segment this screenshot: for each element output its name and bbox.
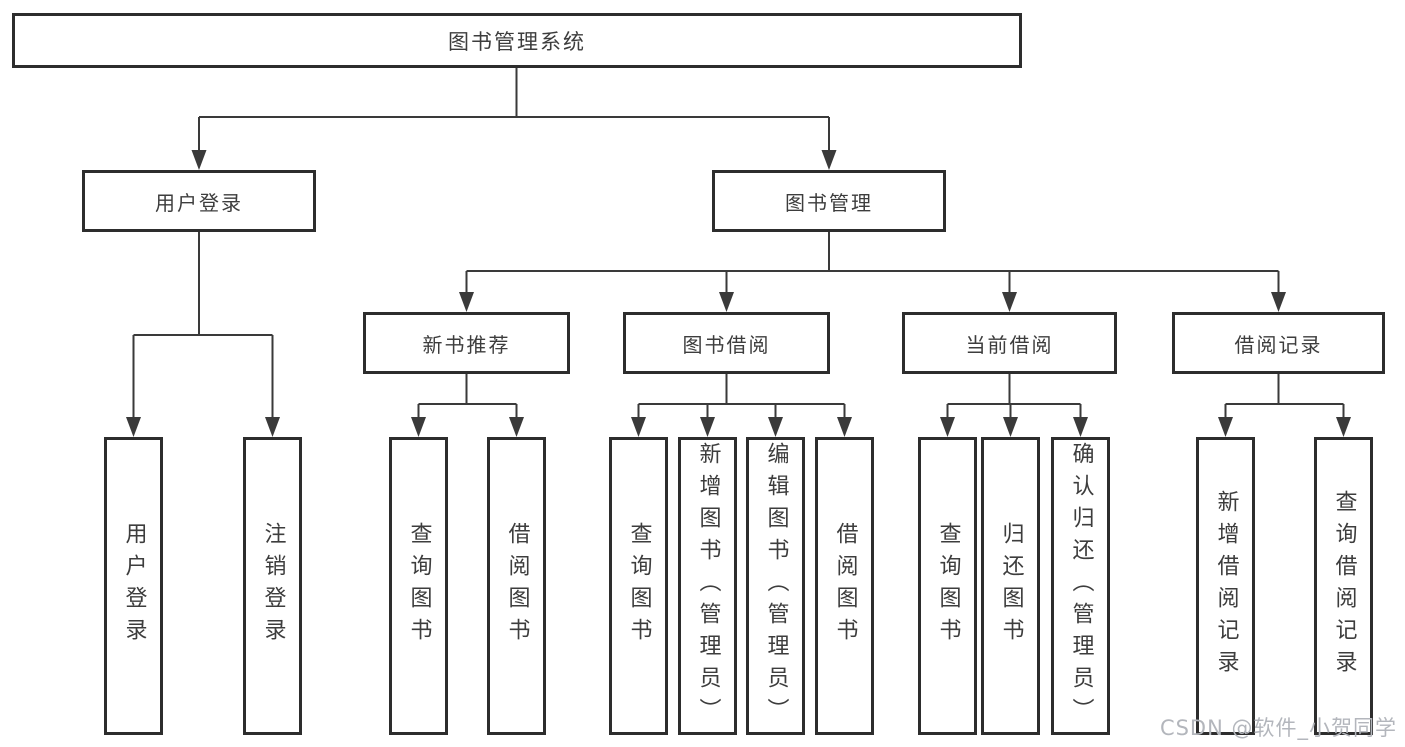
node-label: 查询图书 (935, 522, 961, 650)
node-book-borrowing: 图书借阅 (623, 312, 830, 374)
leaf-borrow-books-recommend: 借阅图书 (487, 437, 546, 735)
node-label: 借阅图书 (832, 522, 858, 650)
leaf-add-borrow-record: 新增借阅记录 (1196, 437, 1255, 735)
node-borrowing-records: 借阅记录 (1172, 312, 1385, 374)
node-new-book-recommendation: 新书推荐 (363, 312, 570, 374)
node-label: 新书推荐 (422, 332, 511, 357)
leaf-query-books-recommend: 查询图书 (389, 437, 448, 735)
leaf-user-login: 用户登录 (104, 437, 163, 735)
node-label: 查询图书 (406, 522, 432, 650)
leaf-edit-book-admin: 编辑图书（管理员） (746, 437, 805, 735)
node-label: 用户登录 (121, 522, 147, 650)
arrowheads (126, 150, 1351, 437)
node-label: 编辑图书（管理员） (763, 442, 789, 730)
leaf-logout: 注销登录 (243, 437, 302, 735)
node-label: 确认归还（管理员） (1068, 442, 1094, 730)
node-label: 借阅记录 (1234, 332, 1323, 357)
node-label: 用户登录 (155, 190, 243, 215)
node-label: 当前借阅 (965, 332, 1054, 357)
node-label: 图书借阅 (682, 332, 771, 357)
leaf-query-borrow-record: 查询借阅记录 (1314, 437, 1373, 735)
leaf-return-books: 归还图书 (981, 437, 1040, 735)
node-current-borrowing: 当前借阅 (902, 312, 1117, 374)
leaf-confirm-return-admin: 确认归还（管理员） (1051, 437, 1110, 735)
leaf-add-book-admin: 新增图书（管理员） (678, 437, 737, 735)
node-label: 查询图书 (626, 522, 652, 650)
node-label: 注销登录 (260, 522, 286, 650)
leaf-query-books-current: 查询图书 (918, 437, 977, 735)
node-label: 借阅图书 (504, 522, 530, 650)
csdn-watermark: CSDN @软件_小贺同学 (1159, 716, 1397, 740)
node-book-management: 图书管理 (712, 170, 946, 232)
node-label: 图书管理系统 (448, 29, 586, 54)
leaf-query-books-borrowing: 查询图书 (609, 437, 668, 735)
node-user-login: 用户登录 (82, 170, 316, 232)
node-label: 归还图书 (998, 522, 1024, 650)
node-label: 图书管理 (785, 190, 873, 215)
node-label: 查询借阅记录 (1331, 490, 1357, 682)
node-label: 新增借阅记录 (1213, 490, 1239, 682)
node-label: 新增图书（管理员） (695, 442, 721, 730)
leaf-borrow-books-borrowing: 借阅图书 (815, 437, 874, 735)
node-library-management-system: 图书管理系统 (12, 13, 1022, 68)
